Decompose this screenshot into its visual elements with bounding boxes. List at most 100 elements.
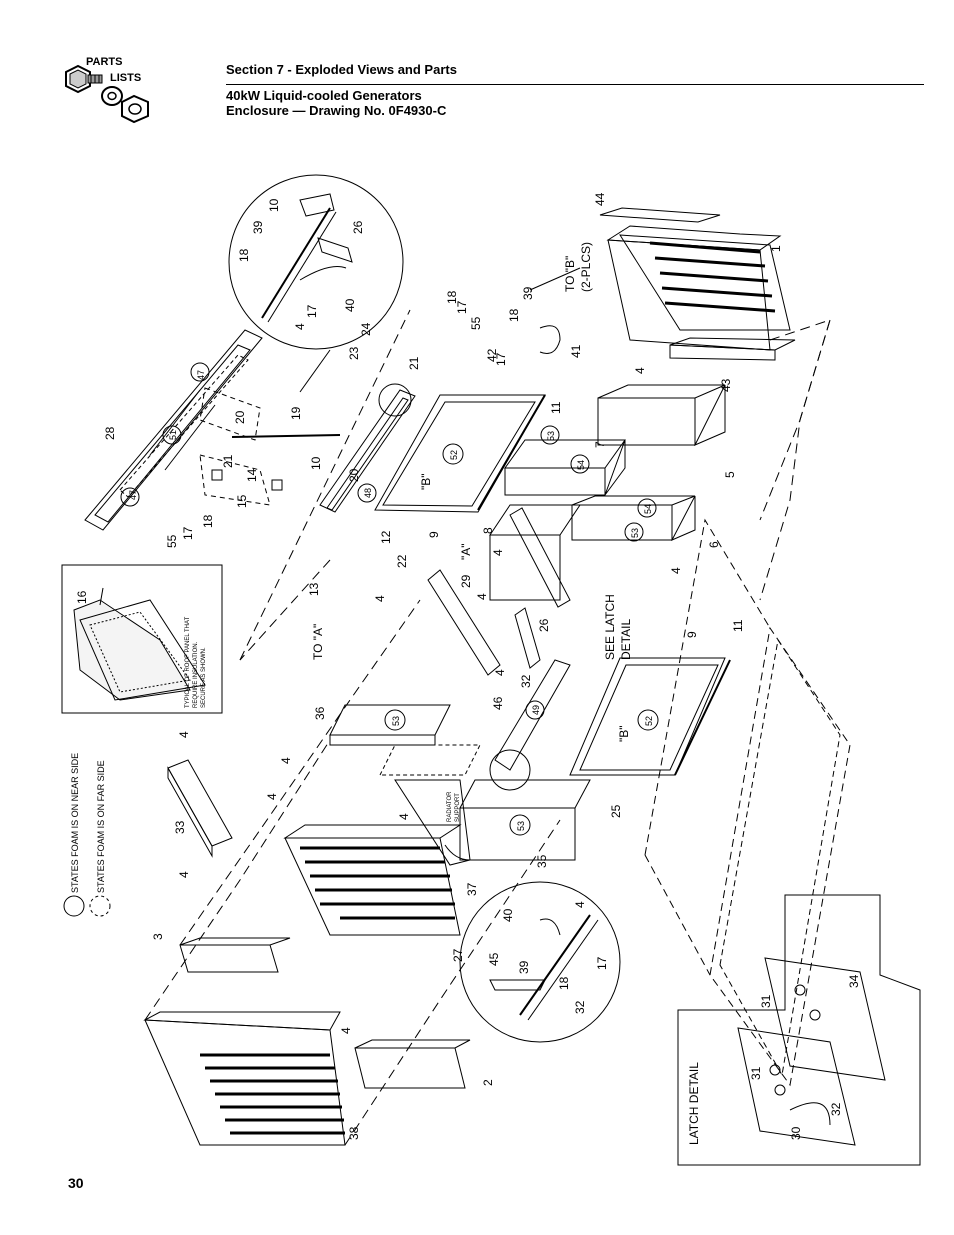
callout-26a: 26 (537, 618, 551, 632)
callout-32c: 32 (829, 1102, 843, 1116)
callout-26b: 26 (351, 220, 365, 234)
latch-detail-box (677, 894, 921, 1166)
callout-40b: 40 (501, 908, 515, 922)
part-36 (329, 704, 451, 736)
note-ref-b-1: "B" (419, 473, 433, 490)
latch-plate-1 (764, 957, 886, 1081)
callout-17d: 17 (305, 304, 319, 318)
callout-4a: 4 (177, 731, 191, 738)
circle-label-48: 48 (363, 488, 373, 498)
circle-label-52b: 52 (644, 716, 654, 726)
note-see-latch-line2: DETAIL (619, 619, 633, 660)
callout-43: 43 (719, 378, 733, 392)
callout-18b: 18 (445, 290, 459, 304)
legend-far-text: STATES FOAM IS ON FAR SIDE (96, 760, 106, 893)
callout-18a: 18 (201, 514, 215, 528)
callout-4n: 4 (573, 901, 587, 908)
part-29 (427, 569, 501, 676)
part-8 (489, 504, 581, 536)
circle-label-54a: 54 (576, 460, 586, 470)
circle-label-47b: 47 (196, 370, 206, 380)
callout-32a: 32 (519, 674, 533, 688)
callout-3: 3 (151, 933, 165, 940)
circle-label-49: 49 (531, 705, 541, 715)
callout-4l: 4 (669, 567, 683, 574)
circle-label-53a: 53 (546, 431, 556, 441)
callout-34: 34 (847, 974, 861, 988)
part-2 (354, 1039, 471, 1049)
callout-4m: 4 (293, 323, 307, 330)
callout-11a: 11 (549, 401, 563, 414)
callout-2: 2 (481, 1079, 495, 1086)
callout-27: 27 (451, 948, 465, 962)
callout-13: 13 (307, 582, 321, 596)
callout-45: 45 (487, 952, 501, 966)
note-to-b-line1: TO "B" (563, 256, 577, 292)
panel-9-lower (569, 657, 726, 776)
callout-9b: 9 (685, 631, 699, 638)
callout-41: 41 (569, 344, 583, 358)
callout-18c: 18 (507, 308, 521, 322)
logo-text-parts: PARTS (86, 56, 123, 68)
callout-20b: 20 (347, 468, 361, 482)
callout-4d: 4 (265, 793, 279, 800)
callout-39b: 39 (251, 220, 265, 234)
circle-label-53d: 53 (516, 821, 526, 831)
callout-4b: 4 (177, 871, 191, 878)
circle-label-54b: 54 (643, 504, 653, 514)
note-to-b-line2: (2-PLCS) (579, 242, 593, 292)
callout-23: 23 (347, 346, 361, 360)
callout-4j: 4 (493, 669, 507, 676)
callout-46: 46 (491, 696, 505, 710)
callout-9a: 9 (427, 531, 441, 538)
callout-6: 6 (707, 541, 721, 548)
callout-22: 22 (395, 554, 409, 568)
detail-circle-top (228, 174, 404, 350)
callout-21b: 21 (407, 356, 421, 370)
legend-near-text: STATES FOAM IS ON NEAR SIDE (70, 753, 80, 893)
panel-9-top (374, 394, 546, 513)
circle-label-53b: 53 (630, 528, 640, 538)
callout-31b: 31 (749, 1066, 763, 1080)
callout-12: 12 (379, 530, 393, 544)
part-5 (597, 384, 726, 399)
roof-note-line2: REQUIRE INSULATION. (193, 641, 199, 708)
roof-note-line1: TYPICAL OF ROOF PANEL THAT (185, 616, 191, 708)
part-3 (179, 937, 291, 946)
callout-15: 15 (235, 494, 249, 508)
subtitle-line-1: 40kW Liquid-cooled Generators (226, 88, 422, 103)
circle-label-52a: 52 (449, 450, 459, 460)
circle-label-47a: 47 (128, 490, 138, 500)
legend-circle-far (89, 895, 111, 917)
panel-38-top (143, 1011, 341, 1031)
callout-32b: 32 (573, 1000, 587, 1014)
note-ref-a: "A" (459, 543, 473, 560)
roof-frame (84, 329, 263, 531)
part-26 (514, 607, 541, 669)
callout-18e: 18 (557, 976, 571, 990)
callout-1: 1 (769, 245, 783, 252)
callout-29: 29 (459, 574, 473, 588)
callout-35: 35 (535, 854, 549, 868)
callout-25: 25 (609, 804, 623, 818)
part-44 (599, 207, 721, 223)
callout-33: 33 (173, 820, 187, 834)
note-to-a: TO "A" (311, 624, 325, 660)
roof-inset-box (61, 564, 223, 714)
section-heading: Section 7 - Exploded Views and Parts (226, 62, 457, 77)
bolt-nut-icon (65, 64, 149, 124)
latch-detail-title: LATCH DETAIL (687, 1062, 701, 1145)
callout-39c: 39 (517, 960, 531, 974)
circle-label-51: 51 (168, 430, 178, 440)
header-rule (226, 84, 924, 85)
callout-55a: 55 (165, 534, 179, 548)
rod-19 (231, 434, 341, 438)
callout-8: 8 (481, 527, 495, 534)
note-see-latch-line1: SEE LATCH (603, 594, 617, 660)
note-radiator-line2: SUPPORT (455, 793, 461, 822)
callout-14: 14 (245, 468, 259, 482)
callout-11b: 11 (731, 619, 745, 632)
callout-17b: 17 (455, 300, 469, 314)
callout-36: 36 (313, 706, 327, 720)
